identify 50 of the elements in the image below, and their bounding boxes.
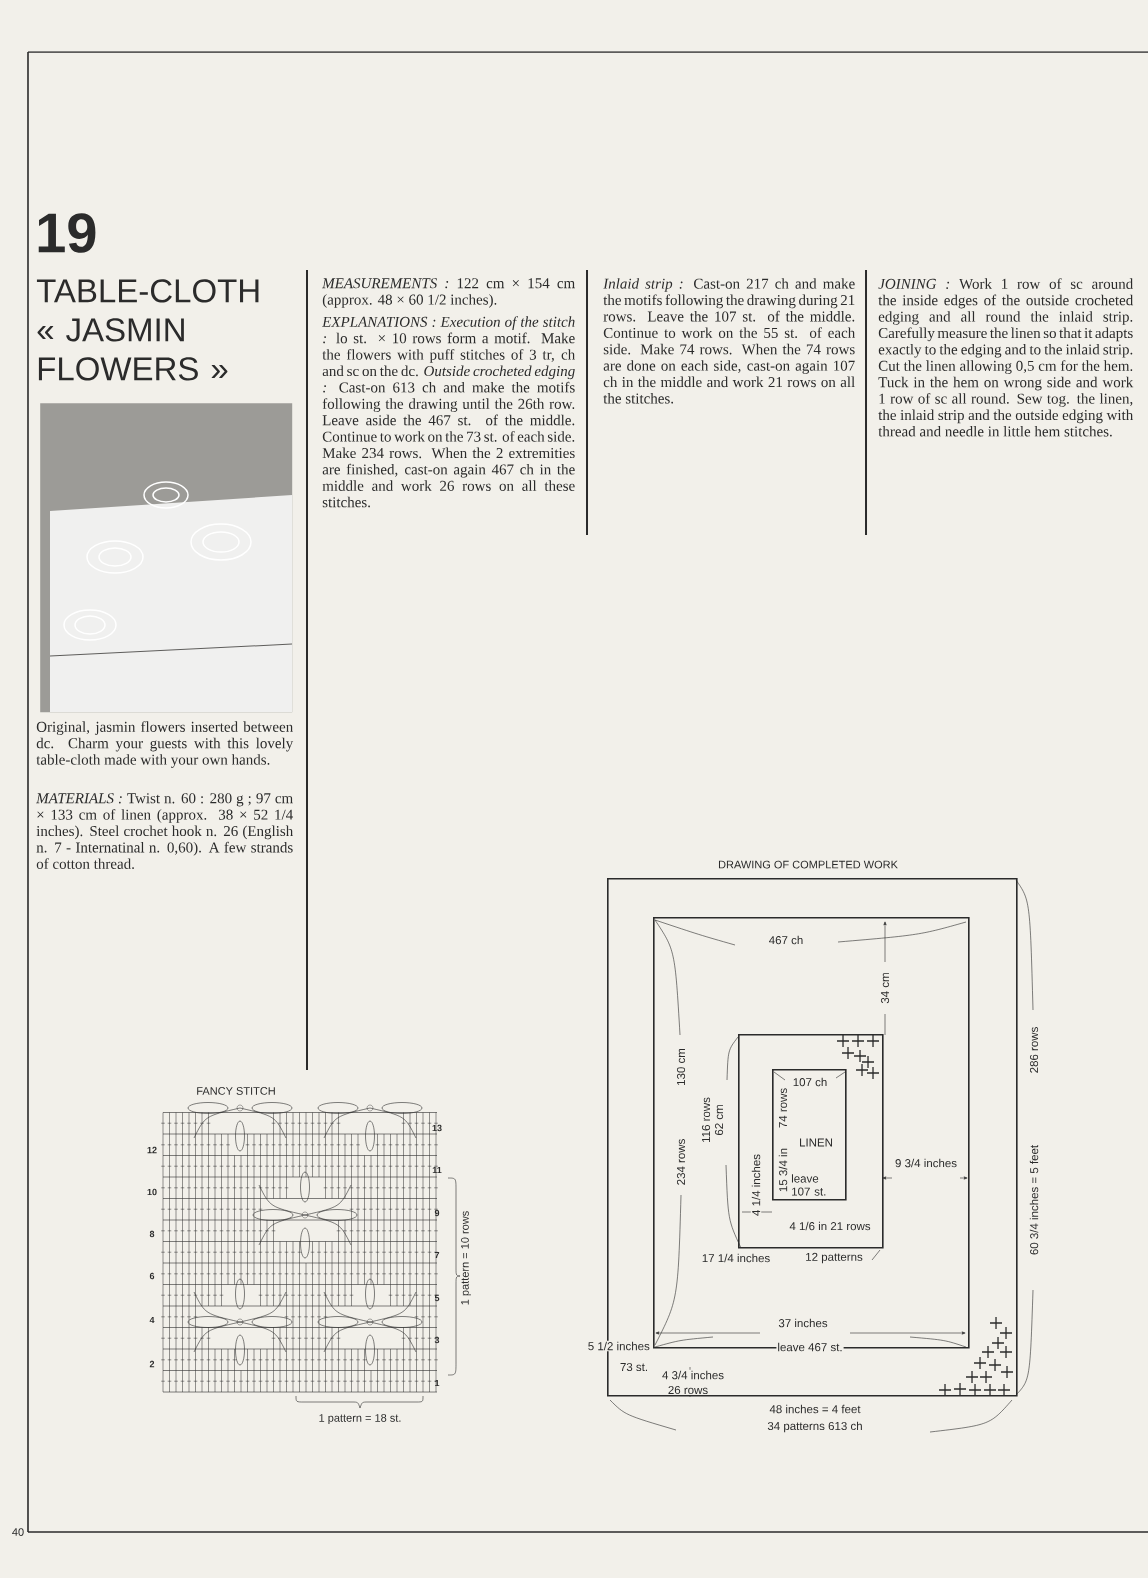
dimension-text: 17 1/4 inches: [700, 1252, 772, 1264]
paragraph: JOINING : Work 1 row of sc around the inside edges of the outside crocheted edging and all round the inlaid strip. Carefully measure the linen so that it adapts exactly to the edging and to the inlaid strip. Cut the linen allowing 0,5 cm for the hem. Tuck in the hem on wrong side and work 1 row of sc all round. Sew tog. the linen, the inlaid strip and the outside edging with thread and needle in little hem stitches.: [878, 278, 1134, 437]
row-number: 12: [147, 1146, 157, 1154]
row-number: 13: [432, 1124, 442, 1132]
dimension-text: 74 rows: [778, 1086, 788, 1130]
dimension-text: 9 3/4 inches: [894, 1157, 958, 1169]
dimension-text: 1 pattern = 18 st.: [317, 1413, 403, 1425]
section-number: 19: [38, 213, 96, 253]
dimension-text: 62 cm: [713, 1103, 725, 1137]
dimension-text: 107 ch: [791, 1076, 829, 1088]
dimension-text: 5 1/2 inches: [586, 1340, 651, 1352]
row-number: 2: [149, 1360, 155, 1368]
paragraph: Inlaid strip : Cast-on 217 ch and make the motifs following the drawing during 21 rows. Leave the 107 st. of the middle. Continue to work on the 55 st. of each side. Make 74 rows. When the 74 rows are done on each side, cast-on again 107 ch in the middle and work 21 rows on all the stitches.: [603, 278, 855, 404]
row-number: 9: [434, 1209, 440, 1217]
dimension-text: 73 st.: [618, 1361, 650, 1373]
dimension-text: 1 pattern = 10 rows: [460, 1209, 472, 1307]
dimension-text: 234 rows: [675, 1137, 687, 1187]
node-label: Original, jasmin flowers inserted between dc. Charm your guests with this lovely table-cloth made with your own hands.: [36, 721, 294, 768]
dimension-text: 467 ch: [767, 934, 805, 946]
row-number: 1: [435, 1379, 440, 1387]
paragraph: EXPLANATIONS : Execution of the stitch : lo st. × 10 rows form a motif. Make the flowers with puff stitches of 3 tr, ch and sc on the dc. Outside crocheted edging : Cast-on 613 ch and make the motifs following the drawing until the 26th row. Leave aside the 467 st. of the middle. Continue to work on the 73 st. of each side. Make 234 rows. When the 2 extremities are finished, cast-on again 467 ch in the middle and work 26 rows on all these stitches.: [322, 316, 575, 508]
materials-paragraph: MATERIALS : Twist n. 60 : 280 g ; 97 cm × 133 cm of linen (approx. 38 × 52 1/4 inches). Steel crochet hook n. 26 (English n. 7 - Internatinal n. 0,60). A few strands of cotton thread.: [36, 793, 293, 869]
row-number: 5: [434, 1294, 440, 1302]
dimension-text: 60 3/4 inches = 5 feet: [1028, 1143, 1040, 1257]
dimension-text: 130 cm: [675, 1047, 687, 1087]
dimension-text: 34 cm: [879, 971, 891, 1005]
dimension-text: 116 rows: [700, 1096, 712, 1144]
row-number: 4: [149, 1316, 155, 1324]
paragraph: MEASUREMENTS : 122 cm × 154 cm (approx. 48 × 60 1/2 inches).: [322, 278, 575, 308]
node-label: DRAWING OF COMPLETED WORK: [718, 860, 898, 869]
row-number: 7: [434, 1251, 440, 1259]
dimension-text: 4 3/4 inches: [661, 1369, 725, 1381]
dimension-text: 4 1/4 inches: [750, 1153, 762, 1217]
dimension-text: 37 inches: [777, 1317, 829, 1329]
dimension-text: 4 1/6 in 21 rows: [788, 1220, 872, 1232]
page-number: 40: [10, 1527, 26, 1537]
row-number: 11: [432, 1166, 442, 1174]
dimension-text: 26 rows: [666, 1384, 710, 1396]
row-number: 6: [149, 1272, 155, 1280]
chart-heading: FANCY STITCH: [197, 1087, 275, 1095]
outline-box: [738, 1034, 884, 1249]
row-number: 10: [147, 1188, 157, 1196]
dimension-text: leave 467 st.: [776, 1341, 844, 1353]
dimension-text: 15 3/4 in: [777, 1146, 789, 1194]
row-number: 8: [149, 1230, 155, 1238]
dimension-text: 48 inches = 4 feet: [768, 1403, 862, 1415]
dimension-text: 286 rows: [1028, 1025, 1040, 1075]
row-number: 3: [434, 1336, 440, 1344]
title: TABLE-CLOTH « JASMIN FLOWERS »: [36, 279, 259, 381]
photograph: [40, 403, 293, 713]
